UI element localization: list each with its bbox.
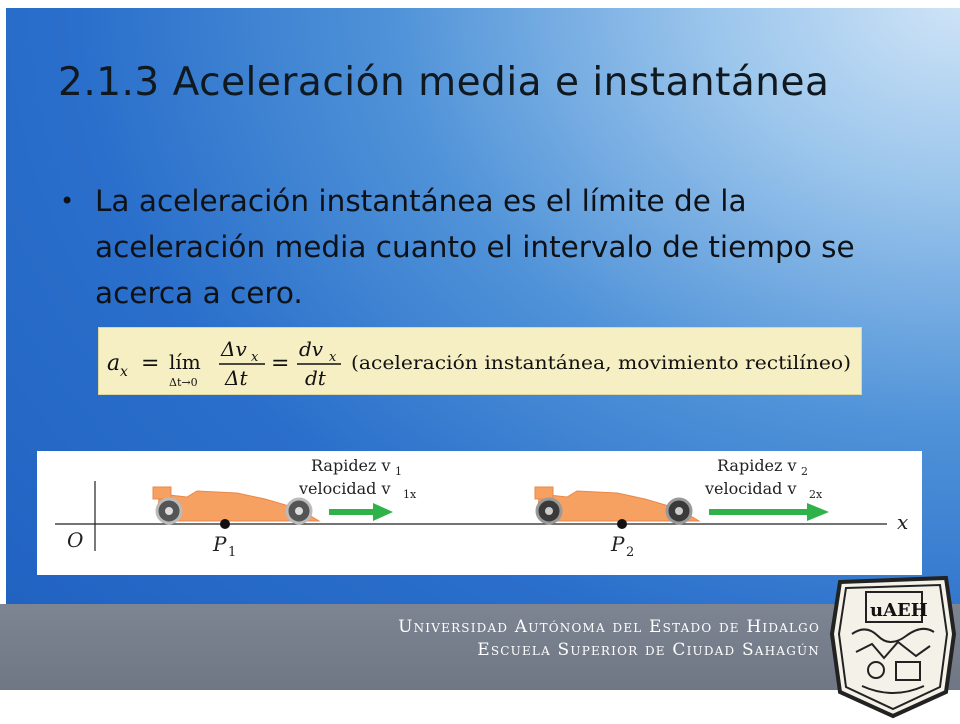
- university-name: Universidad Autónoma del Estado de Hidal…: [398, 617, 820, 637]
- axis-x-label: x: [897, 510, 908, 534]
- race-car-2-icon: [534, 486, 701, 525]
- formula-lhs-sub: x: [120, 364, 128, 380]
- formula-equals-2: =: [271, 351, 289, 376]
- velocity-arrow-1-icon: [329, 503, 393, 521]
- school-name: Escuela Superior de Ciudad Sahagún: [477, 640, 820, 660]
- label2-velocity: velocidad v: [704, 479, 796, 498]
- footer-band: [0, 604, 960, 690]
- top-frame: [0, 0, 960, 8]
- formula-frac1-num-sub: x: [251, 350, 259, 365]
- formula-lim: lím: [169, 350, 201, 374]
- bullet-item: • La aceleración instantánea es el límit…: [60, 178, 860, 316]
- point-p1-label: P: [212, 532, 227, 556]
- point-p1-sub: 1: [228, 545, 236, 560]
- motion-figure: O x P 1 Rapidez v 1 velocidad v 1x: [37, 451, 922, 575]
- label2-speed: Rapidez v: [717, 456, 797, 475]
- slide-title: 2.1.3 Aceleración media e instantánea: [58, 60, 830, 105]
- bullet-dot-icon: •: [60, 187, 75, 215]
- label1-speed-sub: 1: [395, 465, 402, 478]
- motion-figure-svg: O x P 1 Rapidez v 1 velocidad v 1x: [55, 456, 908, 560]
- label1-speed: Rapidez v: [311, 456, 391, 475]
- race-car-1-icon: [152, 486, 321, 525]
- label1-velocity-sub: 1x: [403, 488, 417, 501]
- point-p2-dot: [617, 519, 627, 529]
- formula-frac1-den: Δt: [224, 366, 248, 390]
- uaeh-logo-icon: uAEH: [826, 574, 960, 720]
- formula-frac2-num: dv: [299, 337, 324, 361]
- velocity-arrow-2-icon: [709, 503, 829, 521]
- point-p1-dot: [220, 519, 230, 529]
- label2-velocity-sub: 2x: [809, 488, 823, 501]
- logo-text: uAEH: [870, 600, 928, 621]
- formula-frac2-num-sub: x: [329, 350, 337, 365]
- formula-svg: a x = lím Δt→0 Δv x Δt = dv x dt (aceler…: [107, 337, 851, 390]
- formula-box: a x = lím Δt→0 Δv x Δt = dv x dt (aceler…: [98, 327, 862, 395]
- formula-frac1-num: Δv: [220, 337, 247, 361]
- left-frame: [0, 0, 6, 720]
- formula-lhs: a: [107, 351, 120, 376]
- bullet-text: La aceleración instantánea es el límite …: [95, 184, 855, 310]
- label1-velocity: velocidad v: [298, 479, 390, 498]
- origin-label: O: [67, 528, 83, 552]
- label2-speed-sub: 2: [801, 465, 808, 478]
- point-p2-label: P: [610, 532, 625, 556]
- bullet-list: • La aceleración instantánea es el límit…: [60, 178, 860, 316]
- formula-lim-sub: Δt→0: [169, 376, 198, 389]
- formula-frac2-den: dt: [305, 366, 327, 390]
- formula-equals-1: =: [141, 351, 159, 376]
- footer-white-strip: [0, 690, 960, 720]
- formula-note: (aceleración instantánea, movimiento rec…: [351, 352, 851, 374]
- point-p2-sub: 2: [626, 545, 634, 560]
